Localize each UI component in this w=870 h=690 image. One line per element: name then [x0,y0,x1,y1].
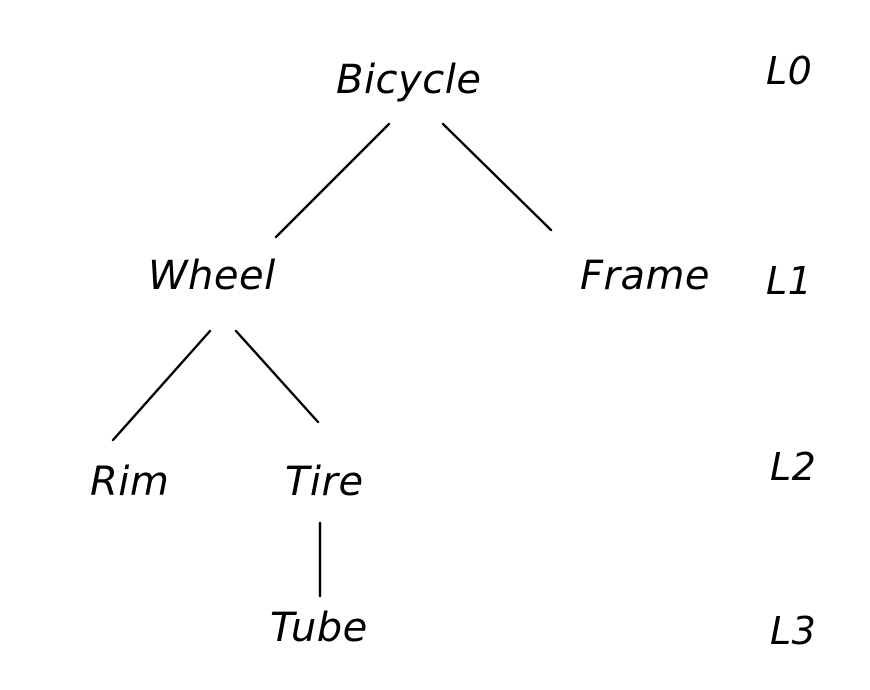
level-label-l0: L0 [766,49,813,93]
node-frame[interactable]: Frame [580,253,711,299]
edge-bicycle-wheel [274,122,391,239]
edge-wheel-tire [234,329,320,424]
node-rim[interactable]: Rim [90,459,170,505]
level-label-l2: L2 [770,445,817,489]
level-label-l3: L3 [770,609,817,653]
node-wheel[interactable]: Wheel [148,253,276,299]
edge-bicycle-frame [441,122,553,232]
edge-wheel-rim [111,329,212,442]
level-label-l1: L1 [766,259,813,303]
node-tube[interactable]: Tube [270,605,368,651]
node-tire[interactable]: Tire [285,459,364,505]
node-bicycle[interactable]: Bicycle [336,57,482,103]
